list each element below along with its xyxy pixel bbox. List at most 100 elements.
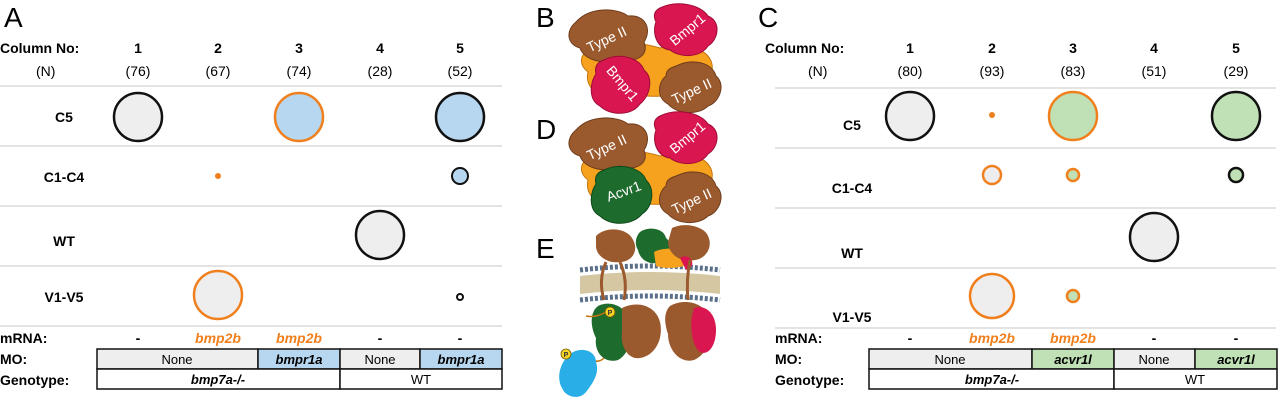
- column-n: (52): [448, 63, 473, 79]
- mrna-value: -: [1234, 330, 1239, 346]
- panel-c: C Column No: (N) 1 2 3 4 5 (80) (93) (83…: [758, 2, 1278, 390]
- type2-receptor-shape: [596, 229, 636, 263]
- panel-a: A Column No: (N) 1 2 3 4 5 (76) (67) (74…: [0, 2, 503, 390]
- frequency-circle: [273, 91, 325, 143]
- bmpr1-receptor-shape: [653, 111, 718, 164]
- phospho-circle: [604, 306, 616, 318]
- panel-a-letter: A: [4, 2, 23, 33]
- mo-value: acvr1l: [1054, 352, 1092, 367]
- column-number: 3: [295, 40, 303, 56]
- column-number: 4: [1150, 40, 1158, 56]
- phospho-arrow: [585, 311, 607, 318]
- mrna-label: mRNA:: [775, 330, 822, 346]
- frequency-circle: [451, 167, 469, 185]
- column-n: (29): [1224, 63, 1249, 79]
- bmpr1-kinase-shape: [691, 307, 716, 353]
- panel-b: B Type II Bmpr1 Bmpr1 Type II: [536, 2, 722, 114]
- genotype-cell: [339, 368, 503, 390]
- membrane-bilayer: [579, 263, 721, 303]
- frequency-circle: [1047, 90, 1099, 142]
- column-number: 5: [456, 40, 464, 56]
- mo-label: MO:: [0, 351, 27, 367]
- column-n: (67): [206, 63, 231, 79]
- frequency-circle: [1065, 288, 1081, 304]
- type2-receptor-shape: [568, 117, 648, 171]
- genotype-label: Genotype:: [775, 372, 844, 388]
- type2-receptor-shape: [668, 225, 710, 261]
- column-n: (28): [368, 63, 393, 79]
- mrna-value: bmp2b: [1050, 330, 1096, 346]
- frequency-circle: [1128, 211, 1180, 263]
- row-label-v1-v5: V1-V5: [833, 309, 872, 325]
- genotype-value: WT: [411, 372, 431, 387]
- row-dividers: [0, 85, 502, 327]
- mo-value: acvr1l: [1217, 352, 1255, 367]
- column-number: 1: [906, 40, 914, 56]
- mo-value: None: [1138, 352, 1169, 367]
- panel-b-letter: B: [536, 2, 555, 33]
- row-label-c5: C5: [843, 117, 861, 133]
- column-no-label: Column No:: [765, 40, 844, 56]
- column-n: (51): [1142, 63, 1167, 79]
- mo-value: bmpr1a: [276, 352, 323, 367]
- panel-d: D Type II Bmpr1 Acvr1 Type II: [536, 111, 722, 224]
- genotype-label: Genotype:: [0, 372, 69, 388]
- phospho-label: P: [564, 352, 569, 359]
- column-n: (80): [898, 63, 923, 79]
- frequency-circle: [1210, 90, 1262, 142]
- n-label: (N): [808, 63, 827, 79]
- acvr1-receptor-shape: [590, 165, 653, 224]
- mrna-value: -: [136, 330, 141, 346]
- frequency-circle: [434, 91, 486, 143]
- bmpr1-receptor-shape: [590, 55, 651, 114]
- type2-receptor-shape: [659, 171, 722, 223]
- frequency-circle: [456, 293, 464, 301]
- panel-e-letter: E: [536, 233, 555, 264]
- n-label: (N): [36, 63, 55, 79]
- row-dividers: [775, 87, 1276, 329]
- mo-label: MO:: [775, 351, 802, 367]
- column-n: (83): [1061, 63, 1086, 79]
- column-n: (74): [287, 63, 312, 79]
- frequency-circle: [1227, 166, 1245, 184]
- frequency-circle: [112, 91, 164, 143]
- type2-receptor-shape: [568, 9, 648, 63]
- row-label-wt: WT: [841, 245, 863, 261]
- column-n: (76): [126, 63, 151, 79]
- receptor-stalk: [599, 261, 608, 301]
- column-number: 2: [988, 40, 996, 56]
- mo-value: bmpr1a: [438, 352, 485, 367]
- column-number: 2: [214, 40, 222, 56]
- genotype-value: bmp7a-/-: [191, 372, 245, 387]
- frequency-circle: [192, 269, 244, 321]
- bmpr1-receptor-shape: [653, 3, 718, 56]
- column-no-label: Column No:: [0, 40, 79, 56]
- receptor-stalk: [618, 261, 627, 301]
- column-number: 3: [1069, 40, 1077, 56]
- frequency-circle: [968, 272, 1016, 320]
- column-number: 4: [376, 40, 384, 56]
- row-label-c1-c4: C1-C4: [44, 169, 85, 185]
- mo-value: None: [934, 352, 965, 367]
- mo-value: None: [364, 352, 395, 367]
- mrna-value: bmp2b: [969, 330, 1015, 346]
- frequency-circle: [215, 173, 221, 179]
- receptor-stalk: [685, 259, 692, 301]
- row-label-v1-v5: V1-V5: [45, 289, 84, 305]
- acvr1-kinase-shape: [591, 303, 631, 361]
- smad-shape: [559, 349, 598, 397]
- column-n: (93): [980, 63, 1005, 79]
- mrna-value: -: [378, 330, 383, 346]
- genotype-value: WT: [1185, 372, 1205, 387]
- mrna-value: -: [908, 330, 913, 346]
- column-number: 1: [134, 40, 142, 56]
- phospho-circle: [560, 348, 572, 360]
- panel-c-letter: C: [758, 2, 778, 33]
- genotype-cell: [1113, 368, 1278, 390]
- mrna-value: bmp2b: [195, 330, 241, 346]
- mrna-value: bmp2b: [276, 330, 322, 346]
- column-number: 5: [1232, 40, 1240, 56]
- row-label-c5: C5: [55, 109, 73, 125]
- phospho-label: P: [608, 310, 613, 317]
